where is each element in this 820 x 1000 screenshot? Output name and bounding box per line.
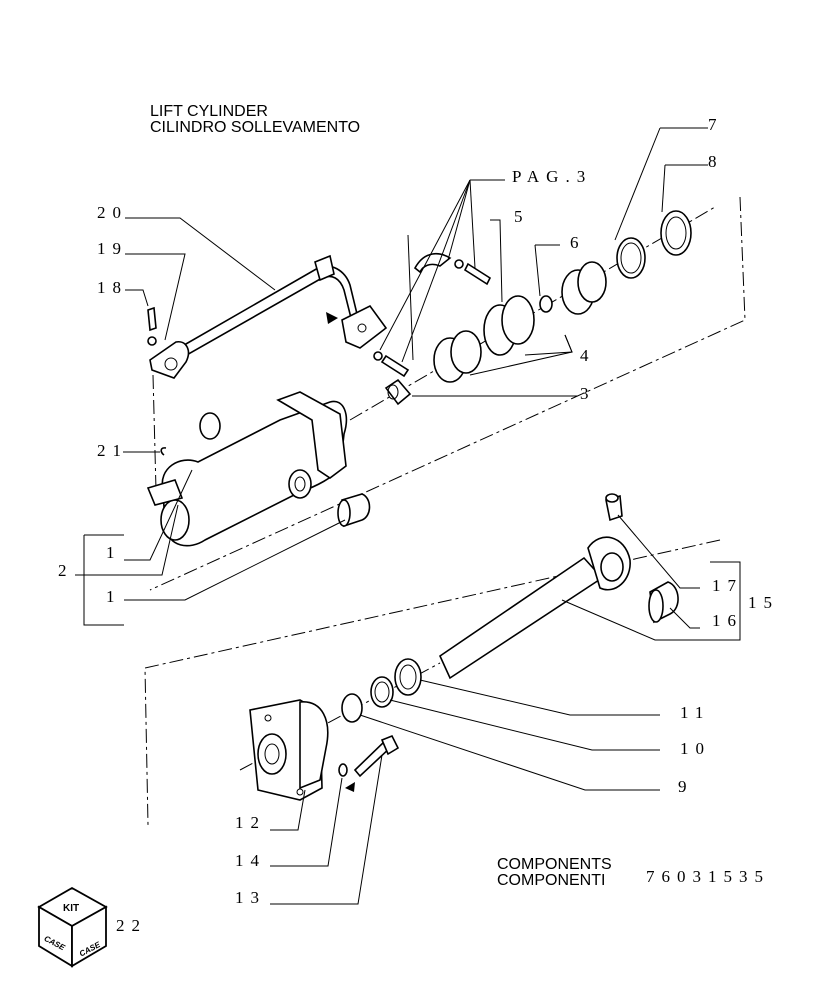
callout-4: 4 — [580, 346, 596, 365]
components-english: COMPONENTS — [497, 856, 612, 873]
callout-1-upper: 1 — [106, 543, 122, 562]
callout-21: 21 — [97, 441, 128, 460]
callout-19: 19 — [97, 239, 128, 258]
callout-12: 12 — [235, 813, 266, 832]
components-label: COMPONENTS COMPONENTI — [497, 857, 612, 889]
kit-box-icon: KIT CASE CASE — [37, 886, 108, 968]
callout-7: 7 — [708, 115, 724, 134]
components-italian: COMPONENTI — [497, 872, 606, 889]
hydraulic-pipe — [147, 254, 388, 379]
callout-numbers: 7 8 PAG.3 5 6 4 3 20 19 18 21 1 2 1 17 1… — [58, 115, 779, 935]
assembly-boundary-lower — [144, 539, 721, 826]
callout-10: 10 — [680, 739, 711, 758]
piston-seal-kit — [384, 210, 692, 406]
callout-2: 2 — [58, 561, 74, 580]
callout-9: 9 — [678, 777, 694, 796]
kit-number: 22 — [116, 916, 147, 935]
callout-1-lower: 1 — [106, 587, 122, 606]
cylinder-head — [249, 658, 422, 801]
callout-13: 13 — [235, 888, 266, 907]
callout-6: 6 — [570, 233, 586, 252]
title-english: LIFT CYLINDER — [150, 103, 268, 120]
callout-17: 17 — [712, 576, 743, 595]
piston-rod — [438, 493, 679, 680]
title-italian: CILINDRO SOLLEVAMENTO — [150, 119, 361, 136]
cylinder-barrel — [146, 391, 371, 547]
callout-20: 20 — [97, 203, 128, 222]
bracket-assembly — [373, 234, 492, 378]
callout-8: 8 — [708, 152, 724, 171]
callout-14: 14 — [235, 851, 266, 870]
components-code: 76031535 — [646, 867, 770, 886]
callout-18: 18 — [97, 278, 128, 297]
leader-lines — [75, 127, 741, 905]
callout-15: 15 — [748, 593, 779, 612]
kit-label: KIT — [63, 903, 79, 914]
callout-16: 16 — [712, 611, 743, 630]
page-title: LIFT CYLINDER CILINDRO SOLLEVAMENTO — [150, 104, 360, 136]
page-reference: PAG.3 — [512, 167, 592, 186]
callout-11: 11 — [680, 703, 710, 722]
pin-axis-line — [152, 374, 157, 491]
callout-5: 5 — [514, 207, 530, 226]
callout-3: 3 — [580, 384, 596, 403]
